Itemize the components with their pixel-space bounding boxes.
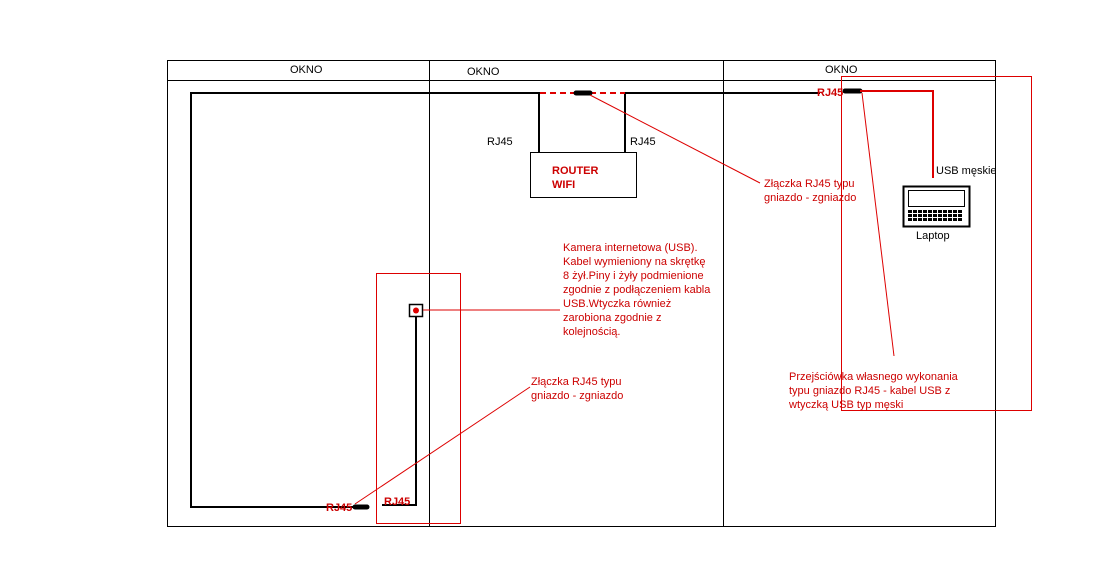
annotation-camera: Kamera internetowa (USB). Kabel wymienio… (563, 242, 713, 338)
rj45-label-bottom-left: RJ45 (326, 502, 352, 514)
annotation-coupler-top-line: gniazdo - zgniazdo (764, 192, 856, 204)
ethernet-cable (190, 92, 820, 508)
leader-coupler-bottom (354, 386, 531, 505)
annotation-coupler-bottom: Złączka RJ45 typu gniazdo - zgniazdo (531, 376, 625, 402)
annotation-coupler-bottom-line: gniazdo - zgniazdo (531, 390, 623, 402)
annotation-camera-line: Kabel wymieniony na skrętkę (563, 256, 705, 268)
laptop-label: Laptop (916, 230, 950, 242)
camera-icon (408, 303, 424, 318)
rj45-label-right: RJ45 (630, 136, 656, 148)
router-box (530, 152, 637, 198)
adapter-highlight-box (841, 76, 1032, 411)
annotation-camera-line: Kamera internetowa (USB). (563, 242, 698, 254)
annotation-adapter-line: typu gniazdo RJ45 - kabel USB z (789, 385, 950, 397)
usb-cable (860, 90, 934, 178)
annotation-camera-line: kolejnością. (563, 326, 620, 338)
cable-camera (382, 316, 417, 506)
annotation-leaders (354, 92, 895, 505)
annotation-camera-line: zarobiona zgodnie z (563, 312, 661, 324)
camera-highlight-box (376, 273, 461, 524)
annotation-coupler-bottom-line: Złączka RJ45 typu (531, 376, 621, 388)
annotation-adapter-line: wtyczką USB typ męski (788, 399, 903, 411)
rj45-label-left: RJ45 (487, 136, 513, 148)
window-label-1: OKNO (290, 64, 323, 76)
annotation-coupler-top: Złączka RJ45 typu gniazdo - zgniazdo (764, 178, 858, 204)
router-label-line1: ROUTER (552, 165, 599, 177)
room-border (167, 60, 996, 527)
router-label-line2: WIFI (552, 179, 575, 191)
annotation-adapter-line: Przejściówka własnego wykonania (789, 371, 959, 383)
window-label-3: OKNO (825, 64, 858, 76)
annotation-camera-line: 8 żył.Piny i żyły podmienione (563, 270, 704, 282)
rj45-label-top-right: RJ45 (817, 87, 843, 99)
annotation-camera-line: zgodnie z podłączeniem kabla (563, 284, 711, 296)
annotation-camera-line: USB.Wtyczka również (563, 298, 671, 310)
annotation-coupler-top-line: Złączka RJ45 typu (764, 178, 854, 190)
usb-male-label: USB męskie (936, 165, 997, 177)
annotation-adapter: Przejściówka własnego wykonania typu gni… (788, 371, 961, 411)
window-label-2: OKNO (467, 66, 500, 78)
leader-coupler-top (589, 94, 761, 184)
rj45-label-bottom-box: RJ45 (384, 496, 410, 508)
room-outline (167, 60, 996, 527)
cable-left-loop (190, 92, 540, 508)
leader-adapter (861, 92, 895, 357)
laptop-icon (902, 185, 971, 228)
